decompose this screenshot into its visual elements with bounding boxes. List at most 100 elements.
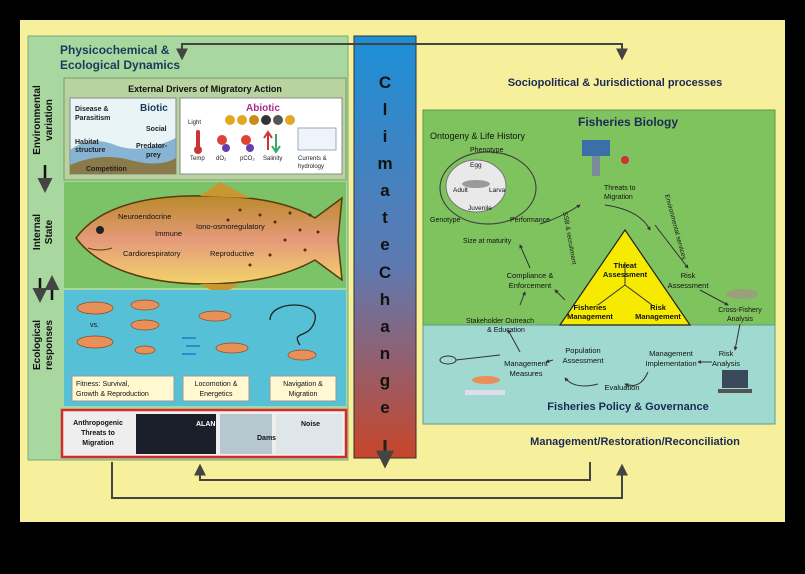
eco-responses-label-line2: responses — [44, 320, 55, 370]
fish-label-iono: Iono-osmoregulatory — [196, 222, 265, 231]
phenotype-label: Phenotype — [470, 147, 504, 154]
policy-title: Fisheries Policy & Governance — [547, 401, 708, 413]
adult-label: Adult — [453, 187, 468, 194]
fitness-label-box — [71, 375, 175, 402]
left-title-line2: Ecological Dynamics — [60, 58, 180, 72]
bio-title: Fisheries Biology — [578, 115, 678, 129]
eco-responses-label-line1: Ecological — [32, 320, 43, 370]
dams-image — [220, 414, 272, 454]
mgmt-restoration-title: Management/Restoration/Reconciliation — [530, 436, 740, 448]
bottom-loop-arrow-inner — [194, 462, 591, 481]
fish-label-neuroendocrine: Neuroendocrine — [118, 212, 171, 221]
biotic-habitat-line2: structure — [75, 147, 105, 154]
stakeholder-line1: Stakeholder Outreach — [466, 318, 534, 325]
ontogeny-label: Ontogeny & Life History — [430, 131, 526, 141]
adult-fish-icon — [462, 180, 490, 188]
co2-icon — [241, 135, 254, 152]
fish-label-reproductive: Reproductive — [210, 249, 254, 258]
threat-assessment-line2: Assessment — [603, 270, 648, 279]
fitness-line2: Growth & Reproduction — [76, 391, 149, 398]
fish-label-cardio: Cardiorespiratory — [123, 249, 181, 258]
abiotic-temp: Temp — [190, 156, 205, 162]
larva-label: Larva — [489, 187, 506, 194]
thermometer-icon — [194, 130, 202, 154]
fish-label-immune: Immune — [155, 229, 182, 238]
moon-phases-icon — [225, 115, 295, 125]
life-cycle-loop — [439, 151, 537, 225]
climate-letter: e — [380, 398, 389, 417]
keyboard-icon — [718, 389, 752, 393]
dam-camera-icon — [582, 140, 629, 176]
genotype-label: Genotype — [430, 217, 460, 224]
fisheries-mgmt-line2: Management — [567, 312, 613, 321]
climate-letter: l — [383, 100, 388, 119]
net-tag-icon — [439, 354, 505, 395]
abiotic-currents-line2: hydrology — [298, 164, 324, 170]
computer-icon — [722, 370, 748, 388]
compliance-line1: Compliance & — [507, 271, 554, 280]
risk-mgmt-line1: Risk — [650, 303, 667, 312]
threat-noise: Noise — [301, 421, 320, 428]
biotic-habitat-line1: Habitat — [75, 139, 99, 146]
internal-state-label-line2: State — [44, 219, 55, 244]
cross-fishery-fish-icon — [726, 289, 758, 299]
abiotic-salinity: Salinity — [263, 156, 282, 162]
performance-label: Performance — [510, 217, 550, 224]
climate-letter: g — [380, 371, 390, 390]
biotic-competition: Competition — [86, 166, 127, 173]
env-variation-label-line2: variation — [44, 99, 55, 141]
threats-title-line2: Threats to — [81, 430, 115, 437]
threats-title-line1: Anthropogenic — [73, 420, 123, 427]
population-assess-line2: Assessment — [563, 356, 605, 365]
climate-letter: C — [379, 73, 391, 92]
abiotic-light: Light — [188, 120, 201, 126]
biotic-riverbed-illustration — [70, 156, 176, 174]
mgmt-measures-line1: Management — [504, 359, 549, 368]
biotic-social: Social — [146, 126, 167, 133]
biotic-disease-line1: Disease & — [75, 106, 108, 113]
climate-letter: a — [380, 317, 390, 336]
climate-letter: a — [380, 181, 390, 200]
evaluation-label: Evaluation — [604, 383, 639, 392]
threat-dams: Dams — [257, 435, 276, 442]
navigation-path-icon — [269, 304, 316, 346]
abiotic-title: Abiotic — [246, 103, 280, 114]
threat-alan: ALAN — [196, 421, 215, 428]
locomotion-label-box — [182, 375, 250, 402]
climate-letter: i — [383, 127, 388, 146]
climate-letter: n — [380, 344, 390, 363]
bottom-loop-arrow-outer — [111, 462, 628, 499]
abiotic-pco2: pCO₂ — [240, 156, 255, 162]
policy-panel — [422, 324, 776, 425]
flow-arrows — [507, 204, 741, 388]
response-vs: vs. — [90, 322, 99, 329]
biotic-title: Biotic — [140, 103, 168, 114]
env-variation-label-line1: Environmental — [32, 85, 43, 155]
left-title-line1: Physicochemical & — [60, 43, 170, 57]
threats-migration-line2: Migration — [604, 194, 633, 201]
salinity-arrows-icon — [263, 130, 281, 154]
fisheries-mgmt-line1: Fisheries — [574, 303, 607, 312]
locomotion-line2: Energetics — [199, 391, 233, 398]
population-assess-line1: Population — [565, 346, 600, 355]
top-connector-arrow — [176, 43, 628, 61]
trout-illustration — [75, 182, 343, 295]
risk-assess-line2: Assessment — [668, 281, 710, 290]
juvenile-label: Juvenile — [468, 205, 492, 212]
mgmt-impl-line1: Management — [649, 349, 694, 358]
currents-chart-icon — [297, 127, 337, 151]
noise-image — [276, 414, 342, 454]
oxygen-icon — [217, 135, 230, 152]
biotic-predator-line2: prey — [146, 152, 161, 159]
threats-migration-line1: Threats to — [604, 185, 636, 192]
risk-analysis-line2: Analysis — [712, 359, 740, 368]
fitness-line1: Fitness: Survival, — [76, 381, 129, 388]
abiotic-do2: dO₂ — [216, 156, 227, 162]
alan-image — [136, 414, 216, 454]
climate-letter: m — [377, 154, 392, 173]
cross-fishery-line1: Cross-Fishery — [718, 307, 762, 314]
mgmt-measures-line2: Measures — [510, 369, 543, 378]
climate-letter: e — [380, 235, 389, 254]
